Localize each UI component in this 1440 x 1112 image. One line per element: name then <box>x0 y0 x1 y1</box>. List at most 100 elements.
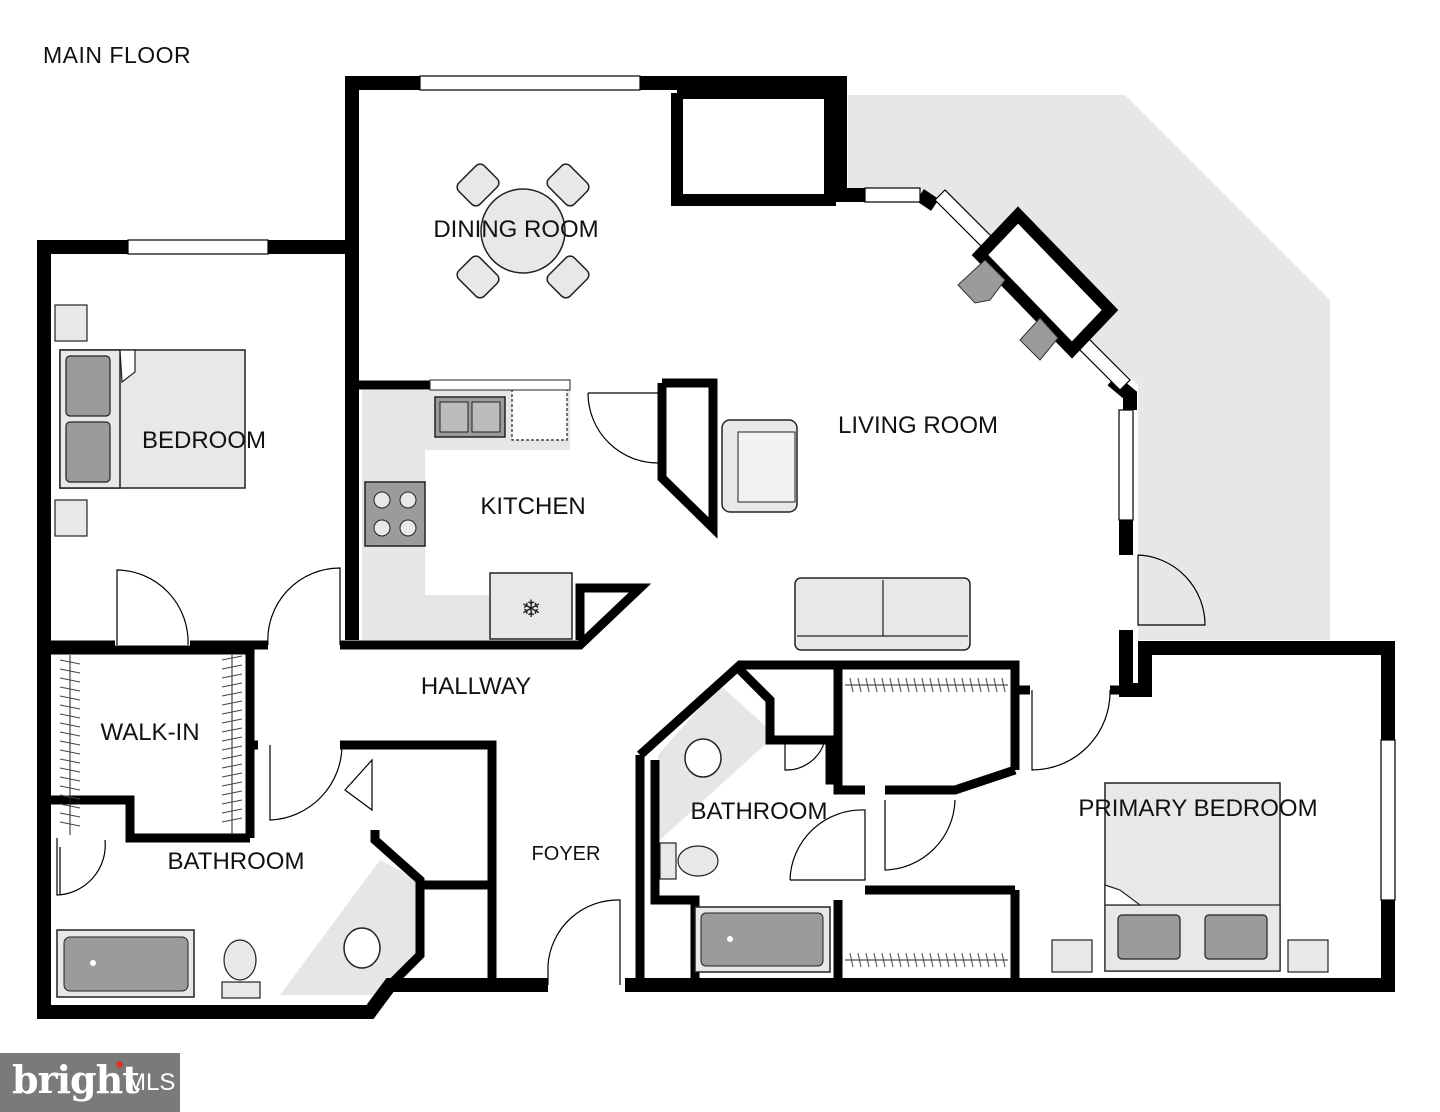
stove <box>364 481 426 547</box>
label-hallway: HALLWAY <box>421 673 531 700</box>
closet-hanger-mark <box>59 731 81 737</box>
label-bathroom-right: BATHROOM <box>691 798 828 825</box>
kitchen-sink <box>429 379 571 441</box>
closet-hanger-mark <box>953 677 958 693</box>
closet-hanger-mark <box>59 794 81 800</box>
closet-hanger-mark <box>993 952 998 968</box>
closet-hanger-mark <box>873 677 878 693</box>
closet-hanger-mark <box>905 677 910 693</box>
closet-hanger-mark <box>221 709 243 715</box>
closet-hanger-mark <box>59 812 81 818</box>
closet-hanger-mark <box>857 677 862 693</box>
bathtub-left <box>56 929 195 998</box>
label-foyer: FOYER <box>532 843 601 865</box>
room-labels: DINING ROOM LIVING ROOM KITCHEN BEDROOM … <box>100 216 1317 875</box>
closet-hanger-mark <box>221 655 243 661</box>
closet-hanger-mark <box>969 677 974 693</box>
closet-hanger-mark <box>221 754 243 760</box>
closet-hanger-mark <box>913 677 918 693</box>
closet-hanger-mark <box>929 677 934 693</box>
closet-hanger-mark <box>221 682 243 688</box>
closet-hanger-mark <box>221 799 243 805</box>
closet-hanger-mark <box>221 745 243 751</box>
closet-hanger-mark <box>937 677 942 693</box>
closet-hanger-mark <box>849 677 854 693</box>
closet-hanger-mark <box>59 713 81 719</box>
svg-text:❄: ❄ <box>521 595 541 623</box>
closet-rods <box>69 655 1008 961</box>
closet-hanger-mark <box>59 758 81 764</box>
closet-hanger-mark <box>221 790 243 796</box>
closet-hanger-mark <box>59 686 81 692</box>
closet-hanger-mark <box>59 785 81 791</box>
closet-hanger-mark <box>945 677 950 693</box>
angled-windows <box>934 189 1131 391</box>
balcony-area <box>848 95 1330 640</box>
closet-hanger-mark <box>977 952 982 968</box>
closet-hanger-mark <box>881 952 886 968</box>
closet-hanger-mark <box>59 695 81 701</box>
closet-hanger-mark <box>945 952 950 968</box>
closet-hanger-mark <box>221 691 243 697</box>
closet-hanger-mark <box>889 677 894 693</box>
label-bedroom: BEDROOM <box>142 427 266 454</box>
sink-left <box>343 927 381 969</box>
closet-hanger-mark <box>857 952 862 968</box>
label-dining-room: DINING ROOM <box>433 216 598 243</box>
closet-hanger-mark <box>849 952 854 968</box>
closet-hanger-mark <box>221 772 243 778</box>
closet-hanger-mark <box>865 677 870 693</box>
closet-hanger-mark <box>1001 952 1006 968</box>
watermark-suffix: MLS <box>126 1069 176 1096</box>
bathtub-right <box>694 906 831 973</box>
closet-hanger-mark <box>59 767 81 773</box>
closet-hanger-mark <box>977 677 982 693</box>
label-living-room: LIVING ROOM <box>838 412 998 439</box>
closet-hanger-mark <box>929 952 934 968</box>
closet-hanger-mark <box>969 952 974 968</box>
kitchen-counter <box>362 390 570 640</box>
closet-hanger-mark <box>59 803 81 809</box>
closet-hanger-mark <box>985 952 990 968</box>
closet-hanger-mark <box>897 952 902 968</box>
closet-hanger-mark <box>865 952 870 968</box>
primary-bed <box>1051 782 1329 973</box>
closet-hanger-mark <box>221 781 243 787</box>
closet-hanger-mark <box>921 952 926 968</box>
closet-hanger-mark <box>221 718 243 724</box>
closet-hanger-mark <box>913 952 918 968</box>
closet-hanger-mark <box>1001 677 1006 693</box>
refrigerator: ❄ <box>489 572 573 640</box>
label-kitchen: KITCHEN <box>480 493 585 520</box>
label-bathroom-left: BATHROOM <box>168 848 305 875</box>
toilet-left <box>221 939 261 999</box>
dining-table <box>456 163 590 299</box>
bathroom-vanity-area <box>280 860 418 995</box>
closet-hanger-mark <box>221 817 243 823</box>
closet-hanger-mark <box>921 677 926 693</box>
closet-hanger-mark <box>937 952 942 968</box>
closet-hanger-mark <box>993 677 998 693</box>
closet-hanger-mark <box>961 952 966 968</box>
closet-hanger-mark <box>59 821 81 827</box>
label-primary-bedroom: PRIMARY BEDROOM <box>1078 795 1317 822</box>
closet-hanger-mark <box>873 952 878 968</box>
closet-hanger-mark <box>897 677 902 693</box>
closet-hanger-mark <box>889 952 894 968</box>
sofa <box>794 577 971 651</box>
closet-hanger-mark <box>961 677 966 693</box>
closet-hanger-mark <box>221 763 243 769</box>
closet-hanger-mark <box>953 952 958 968</box>
closet-hanger-mark <box>59 668 81 674</box>
closet-hanger-mark <box>221 673 243 679</box>
closet-hanger-mark <box>221 664 243 670</box>
closet-hanger-mark <box>221 700 243 706</box>
closet-hanger-mark <box>985 677 990 693</box>
bed <box>54 304 246 537</box>
closet-hanger-mark <box>221 736 243 742</box>
closet-hanger-mark <box>59 740 81 746</box>
closet-hanger-mark <box>905 952 910 968</box>
label-walk-in: WALK-IN <box>100 719 199 746</box>
sink-right <box>684 738 722 778</box>
